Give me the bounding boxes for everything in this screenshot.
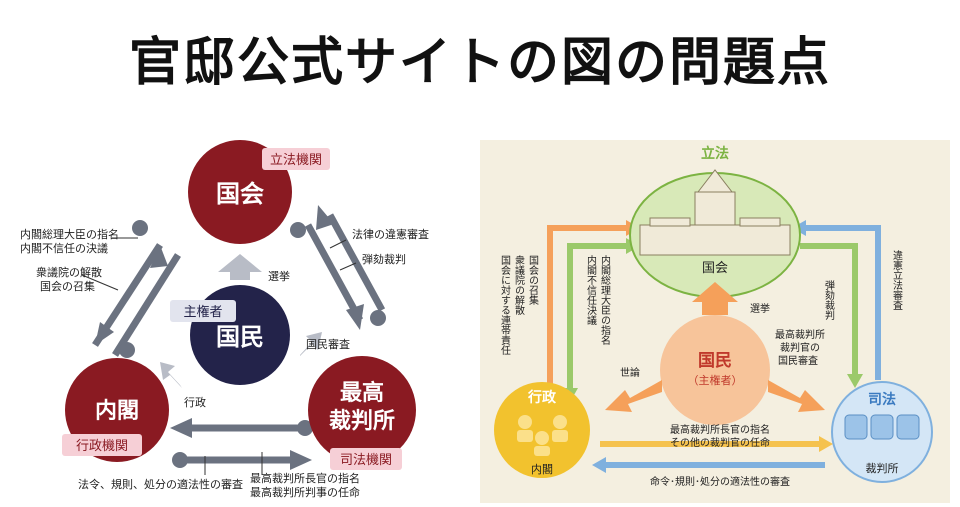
label-kokumin-kokkai: 選挙	[268, 270, 290, 283]
kokumin-sub: （主権者）	[688, 373, 743, 387]
label-naikaku-kokkai-2: 内閣不信任の決議	[20, 241, 108, 255]
saibansho-tag: 司法機関	[340, 453, 392, 468]
label-kokumin-shinsa-1: 最高裁判所	[775, 328, 825, 341]
arrow-kokkai-saiban	[290, 205, 386, 330]
gyosei-node: 行政 内閣	[494, 382, 590, 478]
kokumin-node: 国民 （主権者）	[660, 315, 770, 425]
label-left-outer-3: 国会に対する連帯責任	[499, 255, 511, 356]
arrow-senkyo	[692, 282, 738, 315]
gyosei-label: 行政	[527, 389, 557, 406]
saibansho-node: 最高 裁判所 司法機関	[308, 356, 416, 470]
label-kokkai-saiban: 法律の違憲審査	[352, 227, 429, 241]
kokumin-name: 国民	[216, 323, 264, 351]
arrow-naikaku-kokkai	[92, 220, 181, 358]
label-kokkai-naikaku-2: 国会の召集	[40, 279, 95, 293]
label-senkyo: 選挙	[750, 302, 770, 315]
official-diagram-panel: 国会 立法機関 内閣 行政機関 最高 裁判所 司法機関 国民 主権者 内閣総理大…	[0, 130, 470, 503]
label-naikaku-saiban-bottom: 法令、規則、処分の適法性の審査	[78, 477, 243, 491]
arrow-kokumin-naikaku	[160, 362, 182, 388]
naikaku-tag: 行政機関	[76, 439, 128, 454]
label-kokumin-shinsa-3: 国民審査	[778, 354, 818, 367]
gyosei-name: 内閣	[531, 462, 553, 476]
label-kokumin-saiban: 国民審査	[306, 337, 350, 351]
page-title: 官邸公式サイトの図の問題点	[128, 33, 831, 93]
arrow-kokumin-kokkai	[218, 254, 262, 280]
rippo-name: 国会	[702, 261, 728, 276]
label-saiban-naikaku-1: 最高裁判所長官の指名	[250, 471, 360, 485]
label-kokumin-naikaku: 行政	[184, 395, 206, 409]
people-icon	[517, 415, 568, 456]
official-diagram-svg: 国会 立法機関 内閣 行政機関 最高 裁判所 司法機関 国民 主権者 内閣総理大…	[20, 140, 429, 499]
connector-lines	[547, 225, 881, 468]
label-saiban-naikaku-2: 最高裁判所判事の任命	[250, 485, 360, 499]
judges-icon	[844, 414, 920, 440]
label-naikaku-kokkai-1: 内閣総理大臣の指名	[20, 227, 119, 241]
label-saiban-kokkai: 弾劾裁判	[362, 252, 406, 266]
kokumin-tag: 主権者	[183, 304, 222, 320]
label-left-inner-2: 内閣総理大臣の指名	[599, 254, 611, 346]
label-right-outer: 違憲立法審査	[891, 249, 903, 310]
shiho-label: 司法	[868, 391, 896, 408]
arrow-kokumin-shinsa	[768, 380, 825, 412]
textbook-diagram-panel: 立法 国会 国民 （主権者） 行政 内閣 司法	[480, 140, 950, 503]
kokumin-name: 国民	[698, 351, 732, 371]
arrow-yoron	[605, 380, 662, 412]
shiho-name: 裁判所	[866, 462, 899, 475]
arrow-naikaku-saiban	[170, 418, 313, 470]
label-kokkai-naikaku-1: 衆議院の解散	[36, 265, 102, 279]
label-center-bottom-1: 最高裁判所長官の指名	[670, 423, 770, 436]
label-kokumin-shinsa-2: 裁判官の	[780, 341, 820, 354]
rippo-label: 立法	[701, 145, 729, 162]
label-bottom: 命令･規則･処分の適法性の審査	[650, 475, 790, 488]
label-right-inner: 弾劾裁判	[823, 279, 835, 321]
kokkai-tag: 立法機関	[270, 153, 322, 168]
label-yoron: 世論	[620, 366, 640, 379]
label-left-outer-2: 衆議院の解散	[513, 254, 525, 316]
kokkai-name: 国会	[216, 180, 264, 208]
naikaku-name: 内閣	[95, 399, 139, 424]
kokumin-node: 国民 主権者	[170, 285, 290, 385]
label-left-outer-1: 国会の召集	[527, 255, 539, 306]
kokkai-node: 国会 立法機関	[188, 140, 330, 244]
shiho-node: 司法 裁判所	[831, 381, 933, 483]
saibansho-name-line1: 最高	[340, 380, 384, 406]
naikaku-node: 内閣 行政機関	[62, 358, 169, 462]
textbook-diagram-svg: 立法 国会 国民 （主権者） 行政 内閣 司法	[480, 140, 950, 503]
label-left-inner-1: 内閣不信任決議	[585, 254, 597, 326]
rippo-node: 立法 国会	[629, 145, 801, 298]
label-center-bottom-2: その他の裁判官の任命	[670, 436, 770, 449]
saibansho-name-line2: 裁判所	[329, 408, 395, 434]
diet-building-icon	[639, 169, 791, 256]
arrow-kokumin-saiban	[300, 332, 322, 356]
